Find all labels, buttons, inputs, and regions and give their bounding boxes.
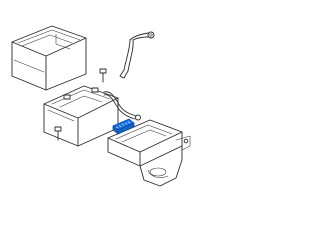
tray-bolt[interactable] (54, 126, 62, 141)
battery-tray[interactable] (107, 119, 191, 187)
battery-cover[interactable] (11, 25, 87, 91)
battery-assembly-diagram (11, 25, 191, 187)
negative-cable[interactable] (119, 31, 155, 79)
battery[interactable] (43, 85, 119, 147)
exploded-diagram (11, 25, 191, 187)
terminal-bolt[interactable] (99, 68, 107, 83)
positive-cable[interactable] (103, 91, 141, 121)
hold-down-clamp[interactable] (112, 118, 135, 135)
